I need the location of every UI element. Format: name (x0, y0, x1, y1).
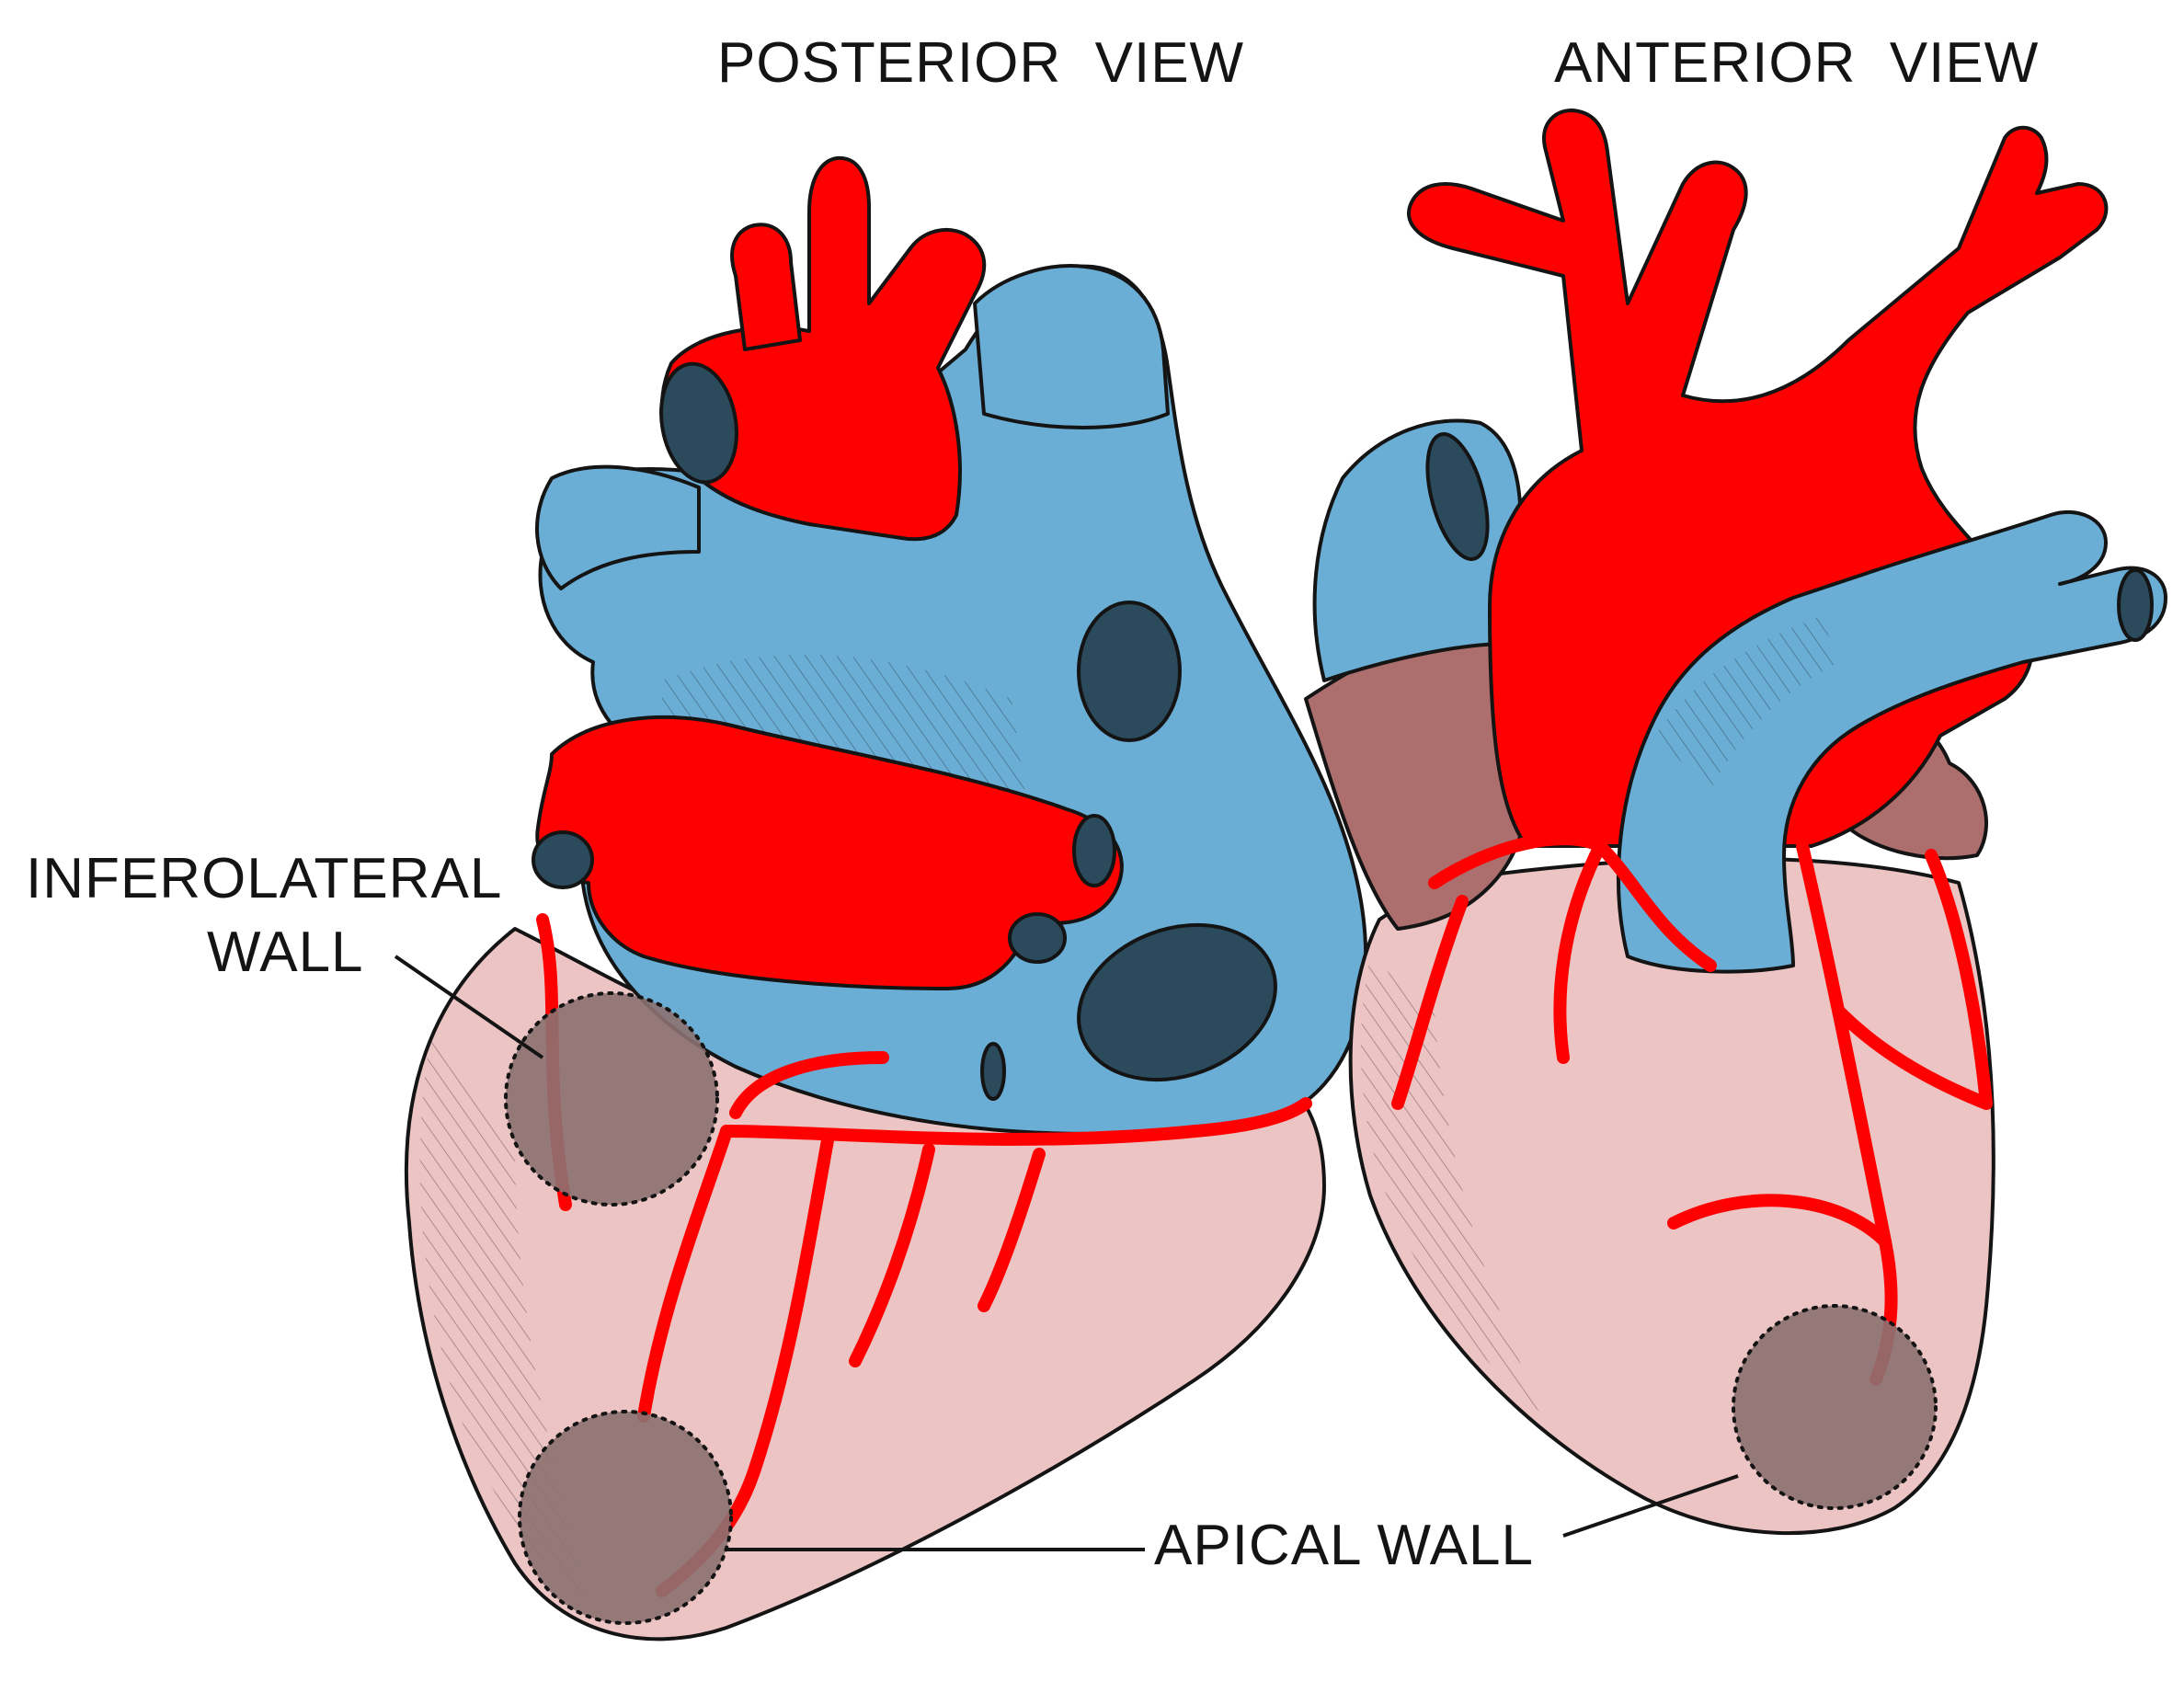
apical-wall-label: APICAL WALL (1154, 1514, 1535, 1577)
anterior-coronary-arteries (1391, 832, 1993, 1386)
apical-leader-anterior (1562, 1474, 1739, 1538)
posterior-view-title: POSTERIOR VIEW (717, 31, 1245, 95)
inferolateral-leader (394, 955, 544, 1059)
posterior-vessel-opening-left (532, 830, 594, 889)
posterior-inferolateral-zone (504, 991, 719, 1207)
posterior-vessel-opening-right-lower (1008, 912, 1067, 964)
posterior-vein-opening-upper (1077, 601, 1182, 742)
anterior-pulmonary-artery (1617, 509, 2167, 974)
anterior-heart (1304, 109, 2167, 1536)
posterior-heart (404, 155, 1368, 1642)
posterior-apical-zone (518, 1410, 733, 1625)
posterior-superior-vena-cava (973, 264, 1170, 429)
anterior-view-title: ANTERIOR VIEW (1554, 31, 2040, 95)
anterior-apical-zone (1732, 1304, 1938, 1510)
posterior-aorta-opening (659, 361, 738, 485)
posterior-vessel-opening-right-upper (1072, 814, 1116, 887)
anterior-svc-opening (1425, 431, 1490, 562)
posterior-pulmonary-vein-left (535, 464, 701, 590)
leader-lines (394, 955, 1739, 1551)
inferolateral-wall-label-line2: WALL (207, 921, 364, 984)
inferolateral-wall-label-line1: INFEROLATERAL (26, 847, 503, 910)
posterior-ivc-opening (1077, 922, 1277, 1082)
posterior-aortic-arch (660, 155, 987, 542)
